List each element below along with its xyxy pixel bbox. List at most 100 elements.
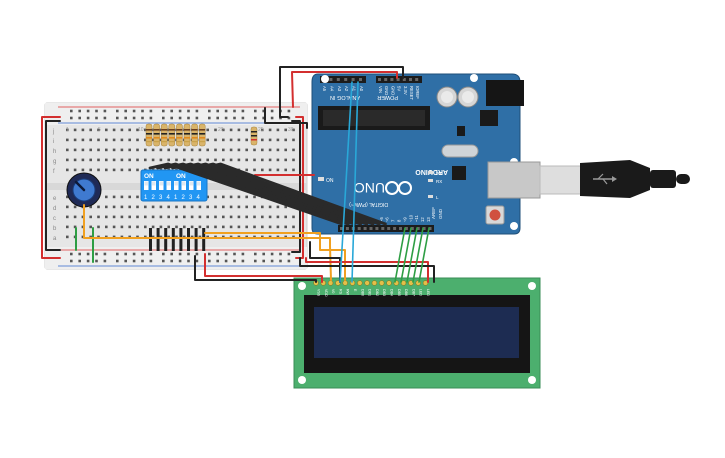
power-pin-label: IOREF — [415, 86, 420, 99]
resistor-right[interactable] — [250, 126, 258, 146]
lcd-pin-label: DB3 — [382, 289, 386, 296]
dip-number: 1 — [144, 195, 148, 201]
breadboard-hole — [128, 158, 131, 162]
wire-green-d5[interactable] — [400, 227, 412, 283]
breadboard-hole — [245, 168, 248, 172]
dip-levers[interactable] — [144, 181, 201, 190]
resistor-band — [251, 135, 257, 137]
breadboard-hole — [136, 138, 139, 142]
rail-hole — [262, 259, 265, 263]
rail-hole — [103, 116, 107, 120]
resistor-band — [251, 131, 257, 133]
wire-black-right-rail[interactable] — [291, 120, 301, 253]
breadboard-hole — [261, 205, 264, 209]
rail-hole — [86, 116, 90, 120]
breadboard-hole — [237, 128, 241, 132]
rail-hole — [224, 116, 228, 120]
breadboard-hole — [159, 225, 163, 229]
breadboard-hole — [175, 158, 178, 162]
wire-black-lcd-led[interactable] — [299, 257, 435, 283]
lcd-pin — [386, 280, 392, 286]
power-jack[interactable] — [486, 80, 524, 106]
small-chip — [457, 126, 465, 136]
row-letter-a: a — [53, 236, 57, 242]
wire-red-lcd-led[interactable] — [305, 257, 429, 283]
rail-hole — [216, 109, 219, 113]
breadboard-hole — [222, 225, 225, 229]
resistor-band — [168, 137, 175, 139]
wire-orange-rs[interactable] — [204, 232, 346, 281]
breadboard-hole — [206, 205, 209, 209]
breadboard-hole — [97, 225, 100, 229]
wire-green-d6[interactable] — [406, 227, 418, 283]
digital-pin-label: 12 — [420, 217, 425, 222]
digital-header[interactable] — [338, 225, 434, 232]
breadboard-hole — [222, 235, 225, 239]
resistor-array[interactable] — [145, 123, 206, 147]
wire-red-lcd-vdd[interactable] — [204, 253, 323, 283]
resistor-band — [191, 141, 198, 143]
breadboard-hole — [97, 235, 100, 239]
wire-green-d4[interactable] — [394, 227, 406, 283]
header-pin — [336, 78, 340, 81]
rail-hole — [170, 109, 173, 113]
rail-hole — [162, 252, 165, 256]
wire-green-d7[interactable] — [412, 227, 424, 283]
reset-button[interactable] — [489, 209, 501, 221]
breadboard-hole — [112, 138, 116, 142]
breadboard-hole — [128, 205, 131, 209]
rail-hole — [224, 252, 228, 256]
breadboard-hole — [112, 158, 116, 162]
dip-lever — [152, 181, 156, 186]
usb-cable[interactable] — [539, 160, 690, 198]
power-pin-label: GND — [384, 86, 389, 95]
wire-red-5v[interactable] — [291, 71, 398, 108]
breadboard-hole — [112, 195, 116, 199]
wire-black-lcd-vss[interactable] — [194, 255, 317, 283]
analog-pin-label: A0 — [359, 86, 364, 92]
analog-header[interactable] — [320, 76, 366, 83]
dip-switch[interactable]: ON ON 1 2 3 4 1 2 3 4 — [140, 169, 208, 202]
breadboard-hole — [112, 215, 116, 219]
resistor-band — [184, 133, 190, 135]
wire-black-rail-link[interactable] — [264, 107, 308, 129]
wire-black-left-rail[interactable] — [45, 120, 61, 251]
breadboard-hole — [229, 235, 233, 239]
usb-b-port[interactable] — [487, 161, 541, 199]
header-pin — [399, 227, 402, 230]
wire-red-left-rail[interactable] — [41, 116, 61, 259]
potentiometer[interactable] — [66, 172, 102, 208]
col-number-25: 25 — [258, 127, 264, 133]
ribbon-wire — [186, 162, 375, 226]
breadboard-hole — [151, 235, 155, 239]
breadboard-hole — [206, 215, 209, 219]
wire-black-gnd[interactable] — [279, 66, 404, 118]
black-jumper-wires[interactable] — [149, 228, 206, 251]
breadboard-hole — [214, 225, 217, 229]
breadboard-hole — [151, 128, 155, 132]
breadboard-hole — [120, 148, 124, 152]
on-led — [318, 177, 324, 181]
breadboard-hole — [151, 205, 155, 209]
rail-hole — [70, 116, 73, 120]
breadboard-hole — [105, 168, 108, 172]
wire-cyan-a0[interactable] — [351, 81, 359, 283]
breadboard-hole — [214, 205, 217, 209]
rail-hole — [270, 109, 274, 113]
ribbon-wires[interactable] — [148, 162, 387, 226]
breadboard-hole — [253, 158, 256, 162]
dip-lever — [159, 181, 163, 186]
breadboard-hole — [222, 158, 225, 162]
breadboard-hole — [81, 148, 85, 152]
wire-cyan-a1[interactable] — [339, 81, 353, 283]
rail-hole — [233, 259, 236, 263]
breadboard-hole — [120, 225, 124, 229]
breadboard-hole — [268, 235, 272, 239]
resistor-band — [176, 137, 183, 139]
tx-led — [428, 171, 433, 174]
breadboard-hole — [261, 128, 264, 132]
wire-green-e[interactable] — [418, 227, 430, 283]
